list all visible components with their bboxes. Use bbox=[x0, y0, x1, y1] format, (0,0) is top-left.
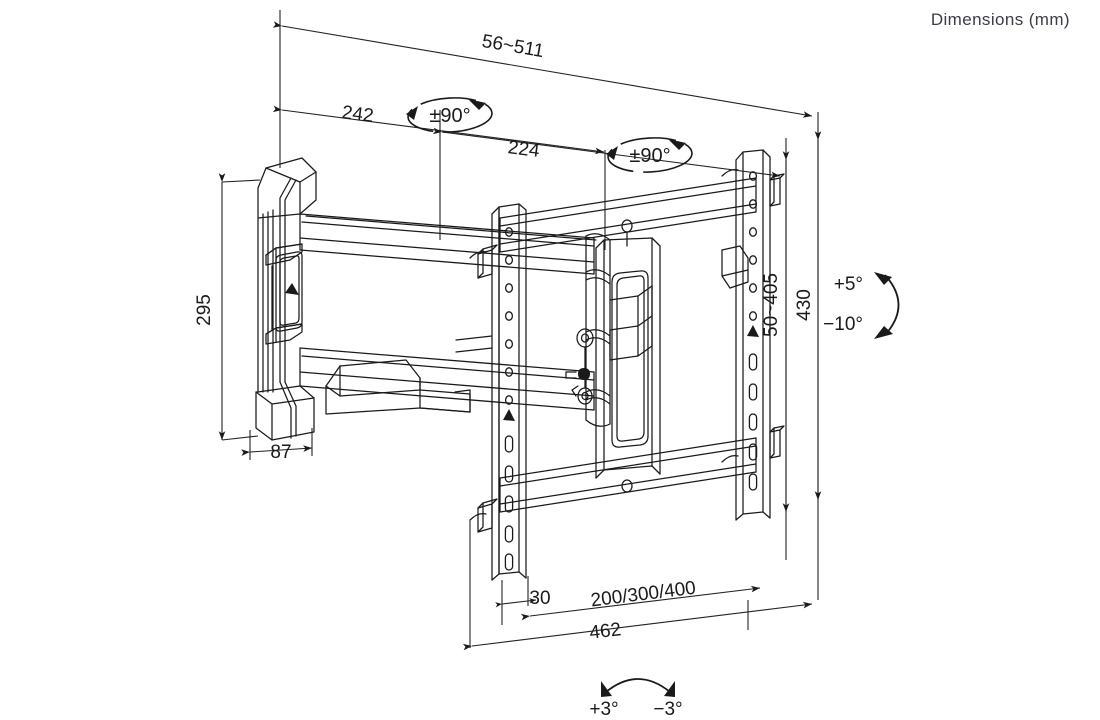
level-right-label: −3° bbox=[653, 699, 682, 720]
swivel-symbol-lower: ±90° bbox=[606, 137, 693, 173]
tilt-down-label: −10° bbox=[823, 314, 863, 335]
dimension-lines bbox=[218, 10, 822, 651]
center-tilt-plate bbox=[565, 237, 661, 479]
vesa-top-crossbar bbox=[499, 177, 757, 253]
wall-plate bbox=[255, 157, 317, 441]
dimension-labels: 56~511 242 224 295 87 50~405 430 30 200/… bbox=[194, 31, 815, 644]
level-left-label: +3° bbox=[589, 699, 618, 720]
dim-height-overall: 430 bbox=[794, 289, 815, 321]
level-adjust-symbol: +3° −3° bbox=[589, 678, 683, 720]
dim-wallplate-depth: 87 bbox=[270, 442, 291, 463]
dim-plate-offset: 30 bbox=[529, 588, 550, 609]
swivel-symbol-upper: ±90° bbox=[406, 97, 493, 133]
dim-vesa-widths: 200/300/400 bbox=[590, 578, 697, 612]
vesa-bottom-crossbar bbox=[499, 437, 757, 513]
lower-arm bbox=[299, 347, 595, 415]
tilt-symbol: +5° −10° bbox=[823, 272, 900, 339]
tilt-up-label: +5° bbox=[834, 274, 863, 295]
dim-width-overall: 462 bbox=[588, 619, 622, 644]
swivel-lower-label: ±90° bbox=[629, 145, 670, 167]
dim-vesa-range: 50~405 bbox=[761, 273, 782, 337]
dim-arm-upper: 242 bbox=[341, 102, 375, 127]
vesa-left-rail bbox=[455, 203, 527, 581]
swivel-upper-label: ±90° bbox=[429, 105, 470, 127]
dim-wallplate-height: 295 bbox=[194, 294, 215, 326]
dim-arm-lower: 224 bbox=[507, 137, 542, 162]
page-title: Dimensions (mm) bbox=[930, 10, 1070, 29]
pivot-bracket bbox=[609, 245, 749, 361]
dim-extension-range: 56~511 bbox=[480, 31, 545, 62]
